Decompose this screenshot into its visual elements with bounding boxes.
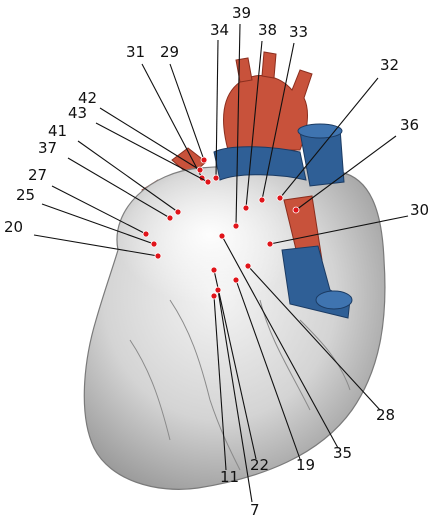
point-label-29: 29 bbox=[160, 43, 179, 61]
point-marker-25 bbox=[150, 240, 158, 248]
leader-line-32 bbox=[279, 77, 379, 199]
inferior-vessel-illustration bbox=[281, 195, 353, 319]
point-label-22: 22 bbox=[250, 456, 269, 474]
leader-line-30 bbox=[269, 215, 409, 245]
leader-line-11 bbox=[213, 295, 227, 471]
leader-line-38 bbox=[245, 40, 263, 209]
point-label-11: 11 bbox=[220, 468, 239, 486]
leader-line-31 bbox=[141, 63, 203, 179]
point-label-39: 39 bbox=[232, 4, 251, 22]
point-label-32: 32 bbox=[380, 56, 399, 74]
point-label-25: 25 bbox=[16, 186, 35, 204]
leader-line-22 bbox=[213, 269, 257, 460]
point-marker-36 bbox=[292, 206, 300, 214]
point-label-37: 37 bbox=[38, 139, 57, 157]
point-label-36: 36 bbox=[400, 116, 419, 134]
point-marker-11 bbox=[210, 292, 218, 300]
point-label-33: 33 bbox=[289, 23, 308, 41]
leader-line-42 bbox=[99, 107, 201, 171]
leader-line-28 bbox=[247, 265, 381, 411]
point-label-20: 20 bbox=[4, 218, 23, 236]
point-marker-22 bbox=[210, 266, 218, 274]
aorta-illustration bbox=[223, 51, 313, 151]
point-label-38: 38 bbox=[258, 21, 277, 39]
point-label-41: 41 bbox=[48, 122, 67, 140]
leader-line-36 bbox=[295, 135, 397, 211]
leader-line-29 bbox=[169, 63, 205, 161]
leader-line-27 bbox=[51, 185, 147, 235]
point-label-43: 43 bbox=[68, 104, 87, 122]
point-marker-33 bbox=[258, 196, 266, 204]
point-label-31: 31 bbox=[126, 43, 145, 61]
point-label-30: 30 bbox=[410, 201, 429, 219]
point-marker-39 bbox=[232, 222, 240, 230]
point-marker-43 bbox=[204, 178, 212, 186]
point-marker-35 bbox=[218, 232, 226, 240]
leader-line-39 bbox=[235, 23, 241, 227]
leader-line-34 bbox=[215, 39, 219, 179]
point-marker-19 bbox=[232, 276, 240, 284]
leader-line-7 bbox=[217, 289, 253, 503]
point-marker-42 bbox=[196, 166, 204, 174]
leader-line-35 bbox=[221, 235, 339, 449]
point-marker-38 bbox=[242, 204, 250, 212]
point-label-7: 7 bbox=[250, 501, 260, 519]
point-marker-27 bbox=[142, 230, 150, 238]
point-marker-41 bbox=[174, 208, 182, 216]
point-marker-34 bbox=[212, 174, 220, 182]
point-label-19: 19 bbox=[296, 456, 315, 474]
point-label-35: 35 bbox=[333, 444, 352, 462]
atrial-highlight bbox=[115, 165, 305, 305]
point-marker-29 bbox=[200, 156, 208, 164]
point-marker-30 bbox=[266, 240, 274, 248]
leader-line-20 bbox=[33, 234, 159, 257]
leader-line-25 bbox=[41, 203, 155, 245]
leader-line-41 bbox=[77, 140, 179, 213]
point-marker-32 bbox=[276, 194, 284, 202]
point-label-34: 34 bbox=[210, 21, 229, 39]
leader-line-19 bbox=[235, 279, 301, 460]
leader-line-43 bbox=[95, 122, 209, 183]
point-label-28: 28 bbox=[376, 406, 395, 424]
point-marker-7 bbox=[214, 286, 222, 294]
point-marker-37 bbox=[166, 214, 174, 222]
leader-line-37 bbox=[67, 157, 171, 219]
point-marker-28 bbox=[244, 262, 252, 270]
point-label-27: 27 bbox=[28, 166, 47, 184]
point-label-42: 42 bbox=[78, 89, 97, 107]
leader-line-33 bbox=[261, 42, 295, 201]
point-marker-20 bbox=[154, 252, 162, 260]
